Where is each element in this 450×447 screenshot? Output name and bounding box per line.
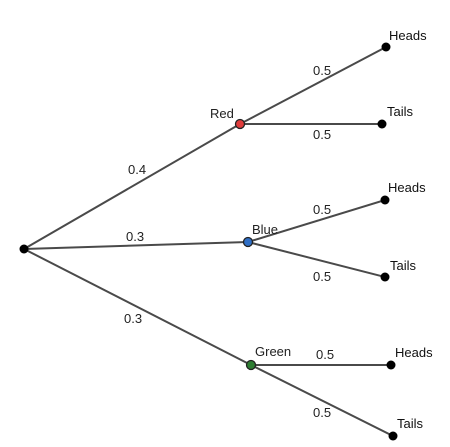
- leaf-label-blue-heads: Heads: [388, 180, 426, 195]
- node-red: [234, 118, 246, 130]
- edge-blue-heads: [247, 199, 386, 243]
- root-node: [19, 244, 29, 254]
- node-label-red: Red: [210, 106, 234, 121]
- prob-label-red-heads: 0.5: [313, 63, 331, 78]
- leaf-label-green-tails: Tails: [397, 416, 424, 431]
- edge-root-red: [23, 123, 241, 250]
- edge-root-green: [23, 248, 252, 366]
- prob-label-red-tails: 0.5: [313, 127, 331, 142]
- leaf-node-blue-tails: [380, 272, 390, 282]
- edge-blue-tails: [247, 241, 386, 278]
- prob-label-green-heads: 0.5: [316, 347, 334, 362]
- node-label-blue: Blue: [252, 222, 278, 237]
- leaf-label-red-tails: Tails: [387, 104, 414, 119]
- leaf-label-red-heads: Heads: [389, 28, 427, 43]
- leaf-node-green-tails: [388, 431, 398, 441]
- leaf-node-red-tails: [377, 119, 387, 129]
- prob-label-blue-tails: 0.5: [313, 269, 331, 284]
- prob-label-green: 0.3: [124, 311, 142, 326]
- edge-root-blue: [23, 241, 249, 250]
- leaf-label-green-heads: Heads: [395, 345, 433, 360]
- prob-label-blue-heads: 0.5: [313, 202, 331, 217]
- prob-label-red: 0.4: [128, 162, 146, 177]
- leaf-node-green-heads: [386, 360, 396, 370]
- leaf-node-blue-heads: [380, 195, 390, 205]
- leaf-node-red-heads: [381, 42, 391, 52]
- prob-label-blue: 0.3: [126, 229, 144, 244]
- node-green: [245, 359, 257, 371]
- node-label-green: Green: [255, 344, 291, 359]
- leaf-label-blue-tails: Tails: [390, 258, 417, 273]
- node-blue: [242, 236, 254, 248]
- edge-green-tails: [250, 364, 394, 437]
- edge-red-heads: [239, 46, 387, 125]
- prob-label-green-tails: 0.5: [313, 405, 331, 420]
